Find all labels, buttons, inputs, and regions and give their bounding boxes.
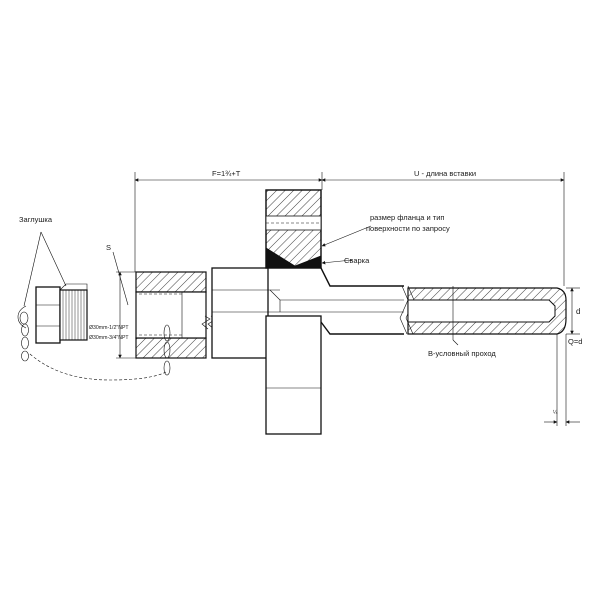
f-dimension: F=1¾+T [134,169,323,272]
bore-label: В-условный проход [428,349,496,358]
neck [211,267,281,359]
flange [265,189,322,435]
d-dimension: d Q=d [566,287,582,346]
plug-label: Заглушка [19,215,53,224]
weld-top [265,247,300,269]
flange-note-line2: поверхности по запросу [366,224,450,233]
u-dimension-label: U - длина вставки [414,169,476,178]
thread-spec-2: Ø30mm-3/4"NPT [89,335,129,341]
quarter-dimension: ¼ [544,334,580,426]
stem [280,267,404,335]
flange-note-line1: размер фланца и тип [370,213,444,222]
plug-assembly: Заглушка [17,215,88,362]
plug-thread [59,289,88,341]
chain-dashed-path [29,353,167,381]
f-dimension-label: F=1¾+T [212,169,241,178]
hex-head-body: S Ø30mm-1/2"NPT Ø30mm-3/4"NPT [89,243,207,376]
d-dimension-label: d [576,307,580,316]
s-dimension-label: S [106,243,111,252]
insertion-section [407,286,567,340]
plug-hex-head [35,286,61,344]
q-dimension-label: Q=d [568,337,582,346]
plug-nose [17,305,27,329]
plug-chain [19,311,29,362]
weld-right [289,255,322,269]
u-dimension: U - длина вставки [321,169,565,286]
weld-label: Сварка [344,256,370,265]
quarter-label: ¼ [553,410,558,416]
thread-spec-1: Ø30mm-1/2"NPT [89,325,129,331]
